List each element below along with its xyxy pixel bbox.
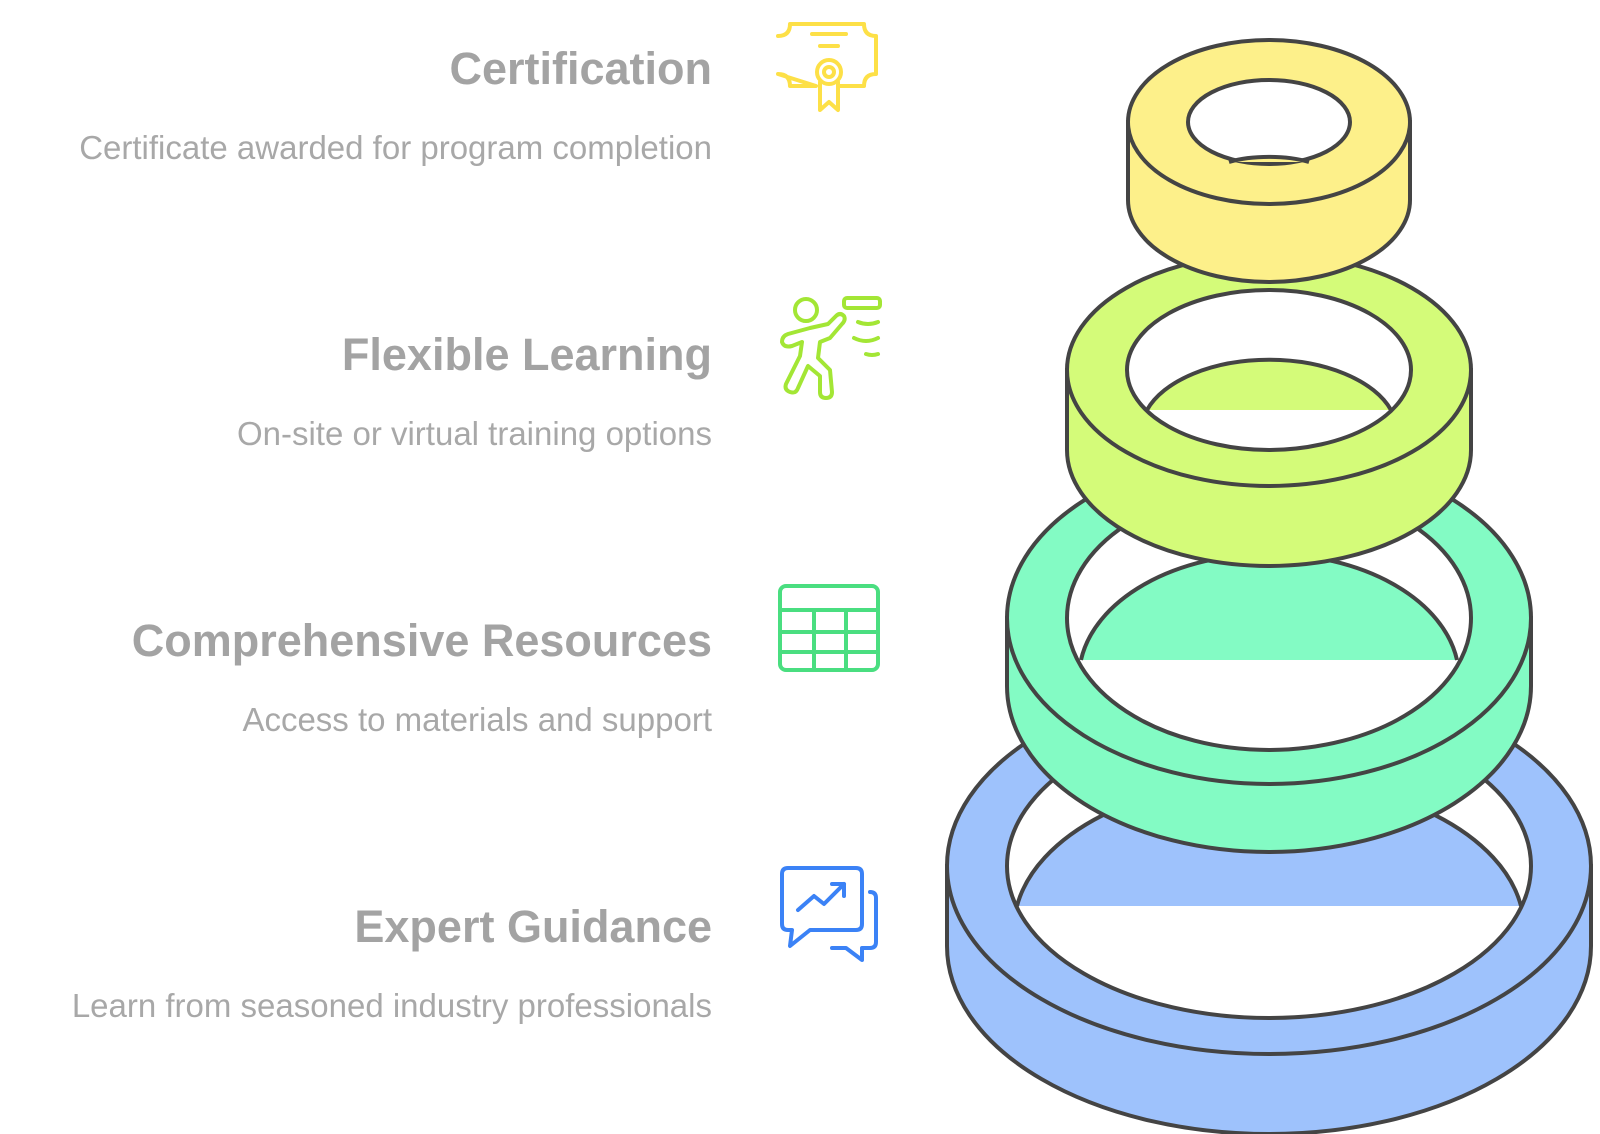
step-expert-guidance: Expert Guidance Learn from seasoned indu… [12, 904, 712, 1022]
ring-inner-wall [1228, 154, 1310, 164]
table-grid-icon [778, 584, 880, 672]
person-running-icon [780, 296, 882, 400]
certificate-icon-stroke [776, 22, 878, 112]
step-title: Expert Guidance [354, 901, 712, 952]
ring-certification [1126, 38, 1412, 284]
step-title: Flexible Learning [341, 329, 712, 380]
table-grid-icon-stroke [778, 584, 880, 672]
step-certification: Certification Certificate awarded for pr… [12, 46, 712, 164]
chat-trend-icon-stroke [780, 866, 878, 962]
certificate-icon [776, 22, 878, 112]
ring-flexible-learning [1065, 252, 1473, 568]
ring-hole [1186, 78, 1352, 166]
step-title: Comprehensive Resources [131, 615, 712, 666]
step-description: Learn from seasoned industry professiona… [71, 987, 712, 1024]
step-title: Certification [449, 43, 712, 94]
step-flexible-learning: Flexible Learning On-site or virtual tra… [12, 332, 712, 450]
chat-trend-icon [780, 866, 878, 962]
step-description: On-site or virtual training options [236, 415, 712, 452]
step-comprehensive-resources: Comprehensive Resources Access to materi… [12, 618, 712, 736]
ring-inner-wall [1145, 357, 1393, 411]
person-running-icon-stroke [780, 296, 882, 400]
step-description: Access to materials and support [242, 701, 712, 738]
step-description: Certificate awarded for program completi… [79, 129, 712, 166]
